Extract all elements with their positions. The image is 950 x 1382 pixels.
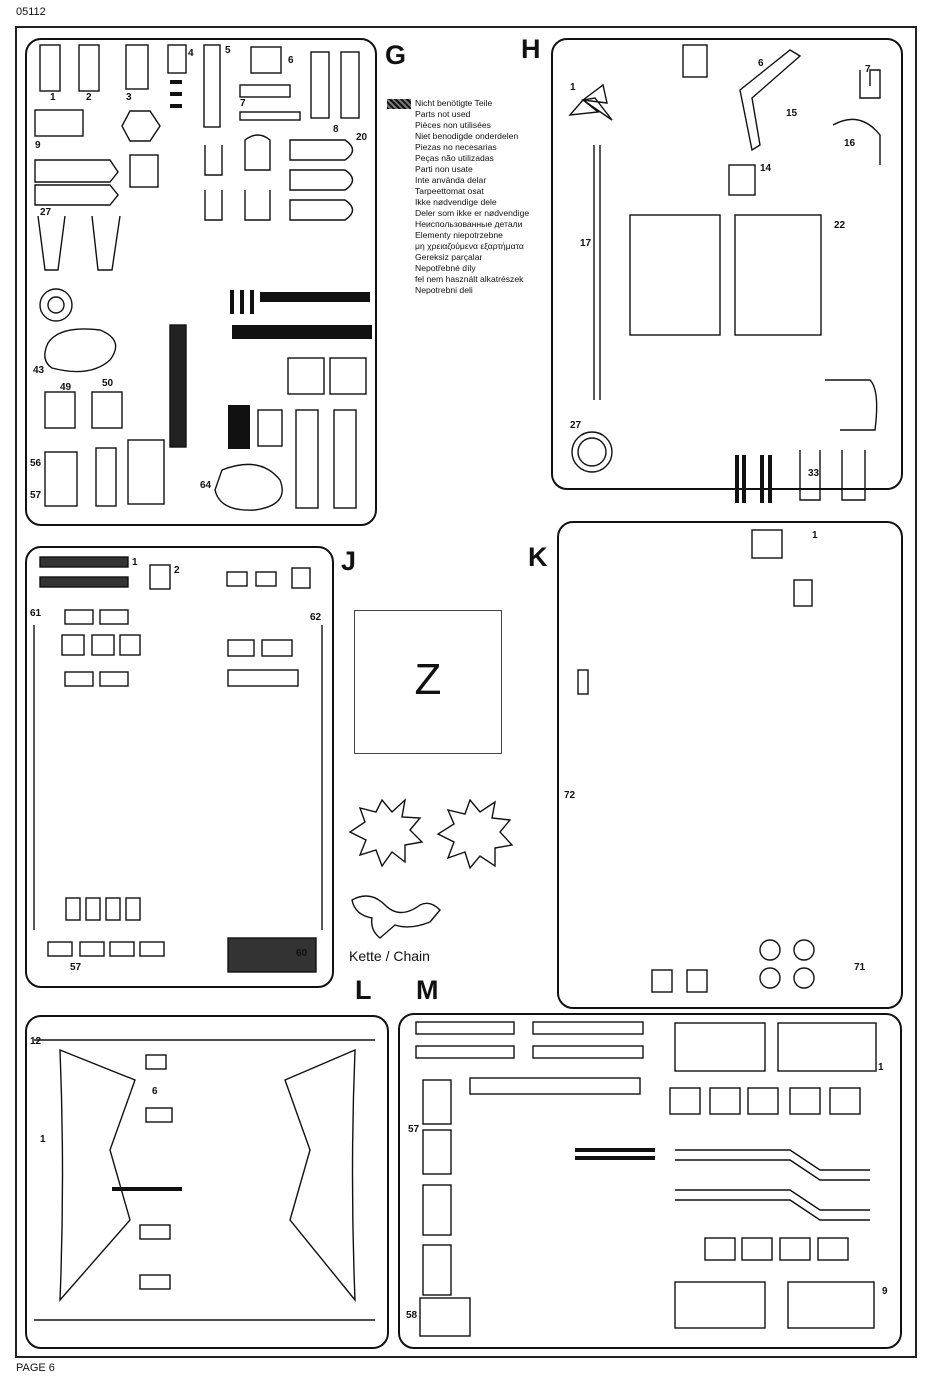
part-number-label: 72 — [564, 790, 576, 801]
part-number-label: 6 — [758, 58, 764, 69]
part-number-label: 4 — [188, 48, 194, 59]
part-number-label: 1 — [878, 1062, 884, 1073]
part-number-label: 57 — [70, 962, 82, 973]
hatched-swatch-icon — [387, 98, 411, 109]
part-number-label: 1 — [570, 82, 576, 93]
part-number-label: 12 — [30, 1036, 42, 1047]
part-number-label: 57 — [30, 490, 42, 501]
part-number-label: 57 — [408, 1124, 420, 1135]
sprue-h-frame — [551, 38, 903, 490]
part-number-label: 14 — [760, 163, 772, 174]
part-number-label: 60 — [296, 948, 308, 959]
part-number-label: 61 — [30, 608, 42, 619]
legend-line: fel nem használt alkatrészek — [415, 274, 524, 284]
sprue-k-frame — [557, 521, 903, 1009]
part-number-label: 2 — [174, 565, 180, 576]
part-number-label: 43 — [33, 365, 45, 376]
part-number-label: 1 — [812, 530, 818, 541]
part-number-label: 33 — [808, 468, 820, 479]
sprue-j-frame — [25, 546, 334, 988]
page-number: PAGE 6 — [16, 1362, 55, 1374]
part-number-label: 1 — [50, 92, 56, 103]
part-number-label: 50 — [102, 378, 114, 389]
legend-line: Ikke nødvendige dele — [415, 197, 497, 207]
part-number-label: 20 — [356, 132, 368, 143]
part-number-label: 7 — [240, 98, 246, 109]
sprue-k-letter: K — [528, 542, 548, 572]
legend-line: Parti non usate — [415, 164, 473, 174]
part-number-label: 6 — [288, 55, 294, 66]
part-number-label: 5 — [225, 45, 231, 56]
legend-line: Nepotřebné díly — [415, 263, 476, 273]
part-number-label: 1 — [40, 1134, 46, 1145]
legend-line: Tarpeettomat osat — [415, 186, 484, 196]
part-number-label: 3 — [126, 92, 132, 103]
part-number-label: 9 — [882, 1286, 888, 1297]
legend-line: Gereksiz parçalar — [415, 252, 483, 262]
legend-line: Elementy niepotrzebne — [415, 230, 503, 240]
part-number-label: 62 — [310, 612, 322, 623]
sprue-g-letter: G — [385, 40, 407, 70]
legend-line: Pièces non utilisées — [415, 120, 491, 130]
sprue-m-letter: M — [416, 975, 439, 1005]
legend-line: μη χρειαζούμενα εξαρτήματα — [415, 241, 524, 251]
part-number-label: 1 — [132, 557, 138, 568]
legend-line: Parts not used — [415, 109, 471, 119]
sprue-z-letter: Z — [414, 655, 442, 704]
legend-line: Inte använda delar — [415, 175, 487, 185]
parts-not-used-legend: Nicht benötigte Teile Parts not used Piè… — [387, 98, 557, 296]
part-number-label: 8 — [333, 124, 339, 135]
legend-line: Niet benodigde onderdelen — [415, 131, 519, 141]
part-number-label: 64 — [200, 480, 212, 491]
sprue-m-frame — [398, 1013, 902, 1349]
part-number-label: 15 — [786, 108, 798, 119]
part-number-label: 9 — [35, 140, 41, 151]
legend-line: Piezas no necesarias — [415, 142, 497, 152]
sprue-h-letter: H — [521, 34, 541, 64]
legend-line: Nicht benötigte Teile — [387, 98, 557, 109]
page-frame — [15, 26, 917, 1358]
part-number-label: 22 — [834, 220, 846, 231]
sprue-j-letter: J — [341, 546, 357, 576]
legend-line: Неиспользованные детали — [415, 219, 523, 229]
part-number-label: 71 — [854, 962, 866, 973]
part-number-label: 6 — [152, 1086, 158, 1097]
part-number-label: 56 — [30, 458, 42, 469]
sprue-l-letter: L — [355, 975, 372, 1005]
part-number-label: 58 — [406, 1310, 418, 1321]
sprue-l-frame — [25, 1015, 389, 1349]
part-number-label: 2 — [86, 92, 92, 103]
part-number-label: 17 — [580, 238, 592, 249]
document-code: 05112 — [16, 6, 46, 18]
legend-line: Nepotrebni deli — [415, 285, 473, 295]
chain-label: Kette / Chain — [349, 948, 430, 964]
part-number-label: 7 — [865, 64, 871, 75]
legend-line: Peças não utilizadas — [415, 153, 494, 163]
part-number-label: 27 — [40, 207, 52, 218]
part-number-label: 27 — [570, 420, 582, 431]
part-number-label: 49 — [60, 382, 72, 393]
legend-line: Deler som ikke er nødvendige — [415, 208, 530, 218]
part-number-label: 16 — [844, 138, 856, 149]
sprue-z-box: Z — [354, 610, 502, 754]
